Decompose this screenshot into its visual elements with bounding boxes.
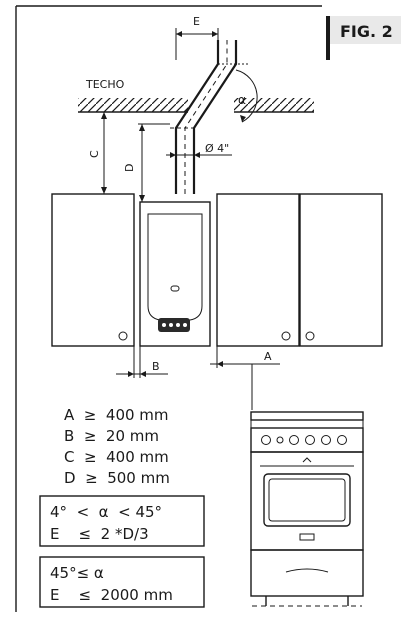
water-heater [139, 201, 211, 347]
spec-list: A ≥ 400 mm B ≥ 20 mm C ≥ 400 mm D ≥ 500 … [64, 406, 170, 487]
dimension-a: A [210, 346, 280, 410]
ceiling: TECHO [78, 78, 314, 113]
condition-box-angle-under-45: 4° < α < 45° E ≤ 2 *D/3 [39, 495, 205, 547]
page-frame [15, 5, 322, 612]
condition-2-line-1: 45°≤ α [50, 564, 104, 582]
condition-box-angle-over-45: 45°≤ α E ≤ 2000 mm [39, 556, 205, 608]
flue-pipe [170, 40, 238, 194]
condition-1-line-2: E ≤ 2 *D/3 [50, 525, 149, 543]
dimension-b-label: B [152, 360, 160, 373]
dimension-e-label: E [193, 15, 200, 28]
alpha-label: α [238, 93, 246, 107]
dimension-a-label: A [264, 350, 272, 363]
left-cabinet [51, 193, 135, 347]
dimension-d: D [123, 123, 170, 202]
diameter-label: Ø 4" [205, 142, 229, 155]
dimension-c-label: C [88, 150, 101, 158]
dimension-c: C [88, 111, 138, 194]
right-cabinet-2 [299, 193, 383, 347]
condition-2-line-2: E ≤ 2000 mm [50, 586, 173, 604]
diameter-callout: Ø 4" [166, 142, 232, 158]
right-cabinet-1 [216, 193, 300, 347]
dimension-e: E [175, 15, 219, 60]
spec-c: C ≥ 400 mm [64, 448, 169, 466]
stove [250, 411, 364, 607]
ceiling-label: TECHO [85, 78, 125, 91]
spec-d: D ≥ 500 mm [64, 469, 170, 487]
condition-1-line-1: 4° < α < 45° [50, 503, 162, 521]
dimension-b: B [116, 346, 168, 378]
angle-alpha: α [218, 63, 258, 123]
spec-b: B ≥ 20 mm [64, 427, 159, 445]
spec-a: A ≥ 400 mm [64, 406, 169, 424]
dimension-d-label: D [123, 164, 136, 172]
figure-label: FIG. 2 [340, 22, 393, 41]
figure-tag: FIG. 2 [326, 16, 401, 60]
